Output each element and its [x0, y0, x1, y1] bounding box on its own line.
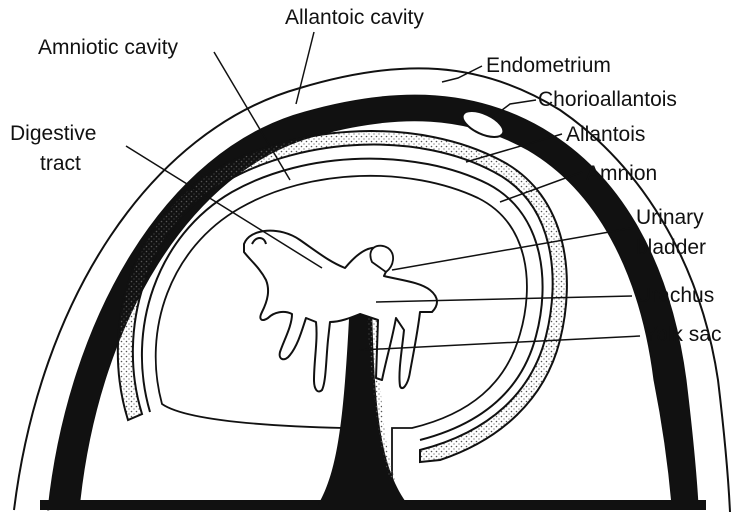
label-urachus: Urachus [636, 284, 714, 307]
label-digestive-tract-line2: tract [40, 152, 81, 175]
leader-allantoic-cavity [296, 32, 314, 104]
label-urinary-bladder-line2: bladder [636, 236, 706, 259]
fetus [244, 231, 437, 392]
label-endometrium: Endometrium [486, 54, 611, 77]
leader-urinary-bladder [392, 228, 632, 270]
label-chorioallantois: Chorioallantois [538, 88, 677, 111]
label-urinary-bladder-line1: Urinary [636, 206, 704, 229]
umbilical-stalk [318, 300, 408, 505]
label-amniotic-cavity: Amniotic cavity [38, 36, 179, 59]
label-allantoic-cavity: Allantoic cavity [285, 6, 424, 29]
label-digestive-tract-line1: Digestive [10, 122, 96, 145]
label-yolk-sac: Yolk sac [644, 323, 721, 346]
label-amnion: Amnion [586, 162, 657, 185]
label-allantois: Allantois [566, 123, 645, 146]
